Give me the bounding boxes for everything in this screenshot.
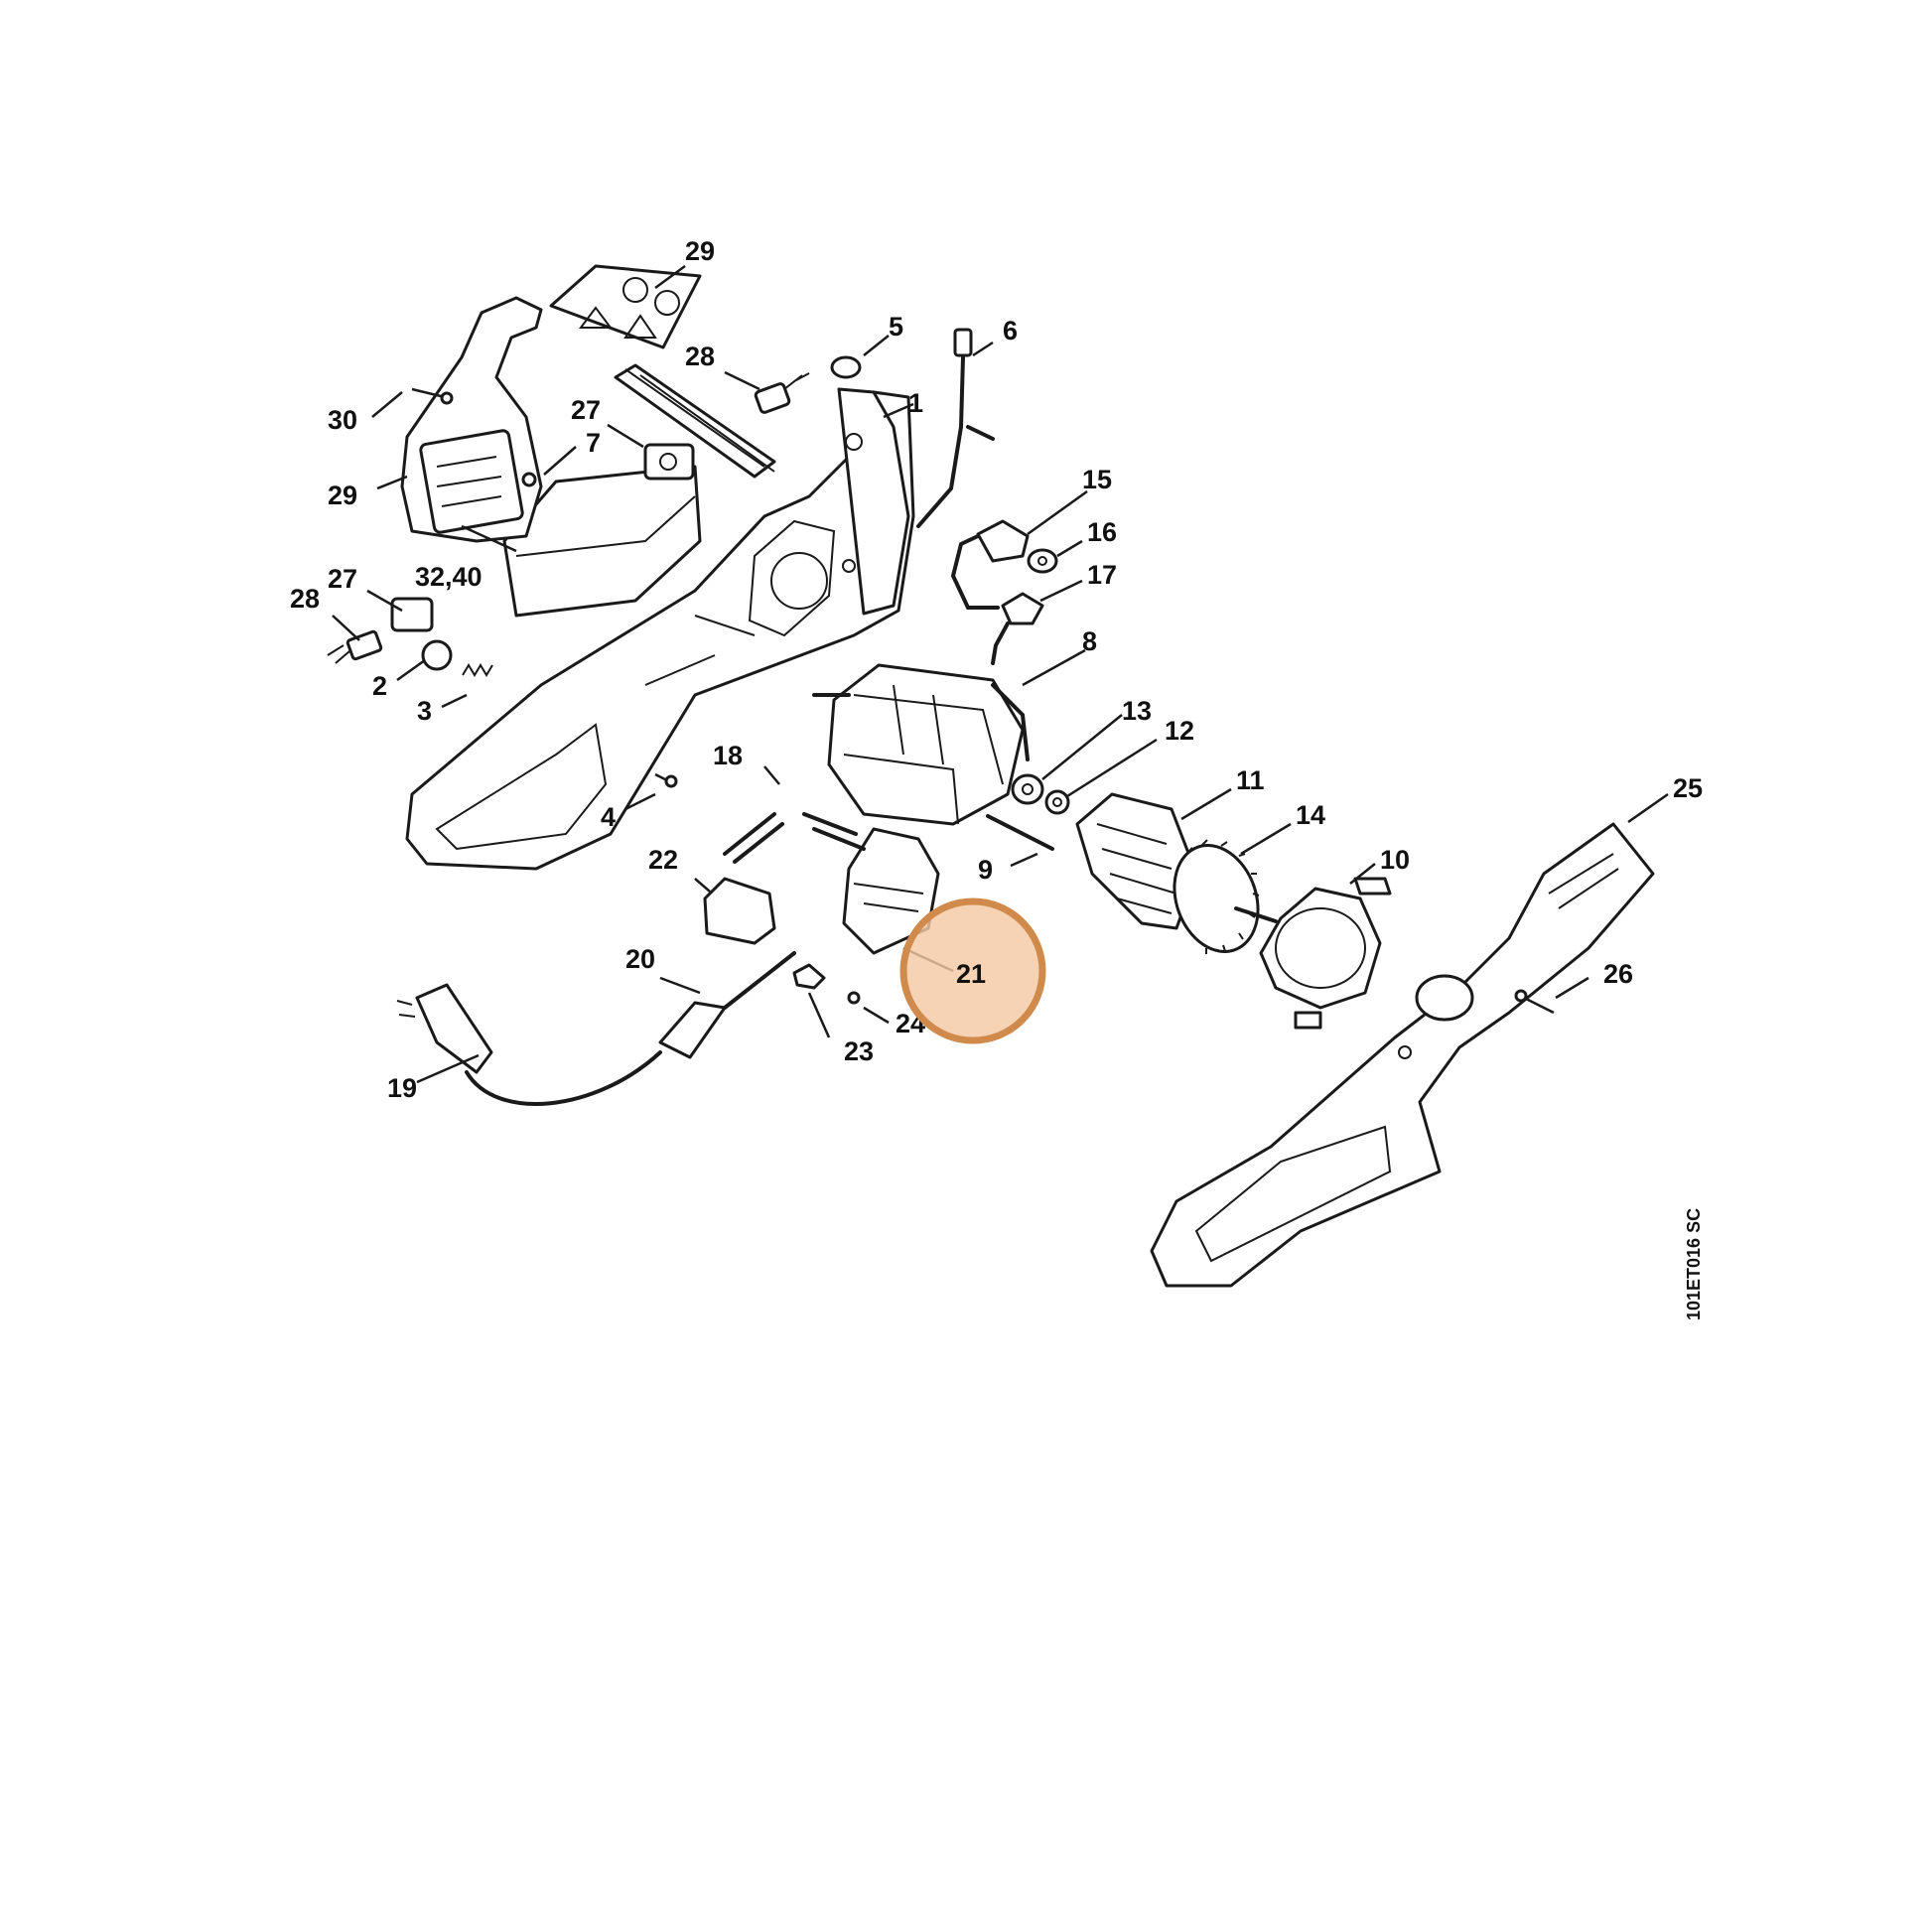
rod-drawing bbox=[986, 814, 1054, 851]
callout-6: 6 bbox=[1003, 316, 1018, 345]
rear-handle-drawing bbox=[400, 296, 543, 543]
callout-27-top: 27 bbox=[571, 395, 601, 425]
callout-1: 1 bbox=[908, 388, 923, 418]
callout-28-left: 28 bbox=[290, 584, 320, 614]
callout-2: 2 bbox=[372, 671, 387, 701]
callout-14: 14 bbox=[1296, 800, 1325, 830]
callout-5: 5 bbox=[889, 312, 903, 342]
callout-17: 17 bbox=[1087, 560, 1117, 590]
callout-27-left: 27 bbox=[328, 564, 357, 594]
callout-28-top: 28 bbox=[685, 342, 715, 371]
callout-16: 16 bbox=[1087, 517, 1117, 547]
callout-4: 4 bbox=[601, 802, 616, 832]
connector-drawing bbox=[703, 812, 784, 945]
callout-23: 23 bbox=[844, 1036, 874, 1066]
callout-25: 25 bbox=[1673, 773, 1703, 803]
callout-labels: 29 5 6 28 1 27 7 30 29 15 16 17 32,40 27… bbox=[290, 236, 1703, 1103]
callout-26: 26 bbox=[1603, 959, 1633, 989]
callout-22: 22 bbox=[648, 845, 678, 875]
highlight-marker[interactable]: 21 bbox=[899, 897, 1046, 1044]
right-cover-drawing bbox=[1150, 822, 1655, 1288]
armature-drawing bbox=[1075, 792, 1278, 954]
power-cord-drawing bbox=[396, 951, 796, 1107]
switch-cable-drawing bbox=[950, 519, 1058, 665]
callout-10: 10 bbox=[1380, 845, 1410, 875]
stator-drawing bbox=[812, 663, 1030, 826]
callout-29: 29 bbox=[328, 481, 357, 510]
callout-15: 15 bbox=[1082, 465, 1112, 494]
callout-9: 9 bbox=[978, 855, 993, 885]
callout-11: 11 bbox=[1236, 765, 1265, 795]
callout-19: 19 bbox=[387, 1073, 417, 1103]
callout-3: 3 bbox=[417, 696, 432, 726]
callout-21: 21 bbox=[956, 959, 986, 989]
brush-top-drawing bbox=[754, 372, 810, 414]
callout-30: 30 bbox=[328, 405, 357, 435]
cap-drawing bbox=[830, 355, 862, 379]
warning-label-drawing bbox=[549, 264, 702, 349]
washer-drawing bbox=[1044, 789, 1070, 815]
brush-holder-left-drawing bbox=[390, 597, 434, 632]
bearing-drawing bbox=[1011, 773, 1044, 805]
callout-13: 13 bbox=[1122, 696, 1152, 726]
brush-holder-drawing bbox=[643, 443, 695, 481]
cable-clamp-drawing bbox=[792, 963, 826, 990]
callout-32-40: 32,40 bbox=[415, 562, 483, 592]
drawing-code: 101ET016 SC bbox=[1684, 1208, 1704, 1320]
spring-drawing bbox=[462, 663, 493, 677]
cable-drawing bbox=[916, 328, 995, 528]
housing-left-drawing bbox=[405, 363, 915, 871]
cap-left-drawing bbox=[421, 639, 453, 671]
callout-18: 18 bbox=[713, 741, 743, 770]
fan-cover-drawing bbox=[1259, 877, 1392, 1030]
leader-lines bbox=[332, 264, 1669, 1084]
callout-12: 12 bbox=[1165, 716, 1194, 746]
callout-8: 8 bbox=[1082, 626, 1097, 656]
callout-31: 29 bbox=[685, 236, 715, 266]
callout-7: 7 bbox=[586, 428, 601, 458]
callout-20: 20 bbox=[625, 944, 655, 974]
switch-drawing bbox=[802, 812, 940, 955]
